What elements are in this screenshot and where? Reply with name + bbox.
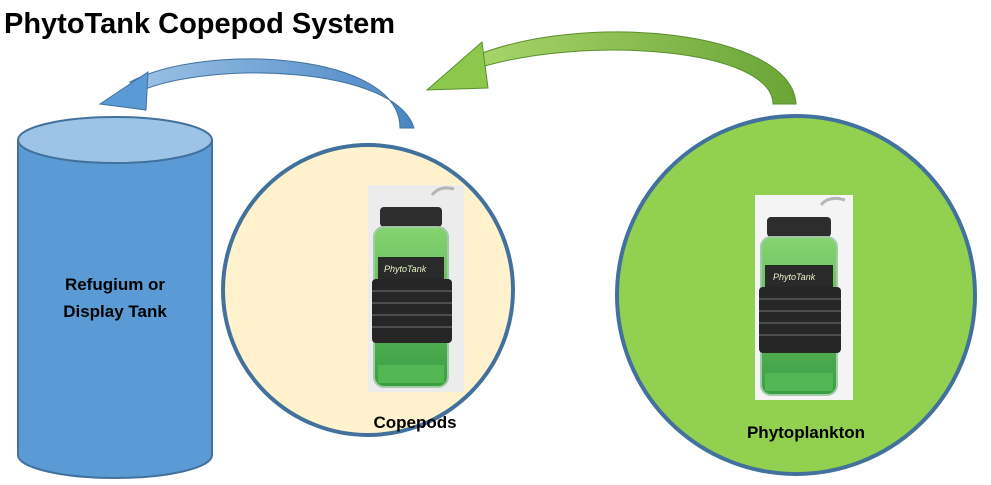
green-arrow-head xyxy=(425,41,489,91)
blue-arrow-shaft xyxy=(129,58,415,129)
phytoplankton-jar-brand: PhytoTank xyxy=(773,272,816,282)
refugium-cylinder: Refugium or Display Tank xyxy=(17,116,213,479)
phytoplankton-to-copepods-arrow xyxy=(425,31,797,105)
phytoplankton-node: PhytoTank Phytoplankton xyxy=(615,114,977,476)
copepods-jar-photo: PhytoTank xyxy=(368,185,464,392)
copepods-to-refugium-arrow xyxy=(98,58,415,129)
copepods-jar-brand: PhytoTank xyxy=(384,264,427,274)
refugium-label-line1: Refugium or xyxy=(65,275,165,294)
copepods-node: PhytoTank Copepods xyxy=(221,143,515,437)
cylinder-top xyxy=(17,116,213,164)
phytoplankton-jar-photo: PhytoTank xyxy=(755,195,853,400)
phytoplankton-label: Phytoplankton xyxy=(747,423,865,442)
copepods-label: Copepods xyxy=(373,413,456,432)
cylinder-body xyxy=(17,139,213,479)
refugium-label-line2: Display Tank xyxy=(63,302,167,321)
green-arrow-shaft xyxy=(469,31,797,105)
blue-arrow-head xyxy=(98,71,149,111)
diagram-title: PhytoTank Copepod System xyxy=(4,8,395,40)
